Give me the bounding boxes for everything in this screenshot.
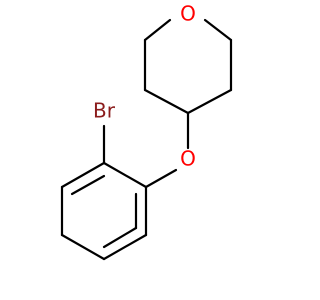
double-bond-inner-2 [102,226,138,249]
molecule-diagram: O O Br [60,1,233,261]
bond-o-aryl [144,168,178,189]
double-bond-inner-1 [70,174,106,196]
ring-oxygen-label: O [180,2,196,26]
ether-oxygen-label: O [180,147,196,171]
tetrahydropyran-ring [143,18,233,115]
bond-ar1-ar2 [102,161,148,189]
bond-c4-c5 [186,88,233,115]
ether-linkage [144,111,190,189]
molecule-svg: O O Br [60,2,233,261]
bromine-label: Br [93,99,116,123]
bond-c6-o1 [203,18,233,42]
bond-ar5-ar6 [102,233,148,261]
bond-o1-c2 [143,18,172,42]
bond-c3-c4 [143,88,190,115]
bond-ar2-ar3 [60,161,106,189]
bond-ar4-ar5 [60,233,106,261]
benzene-ring [60,161,148,261]
